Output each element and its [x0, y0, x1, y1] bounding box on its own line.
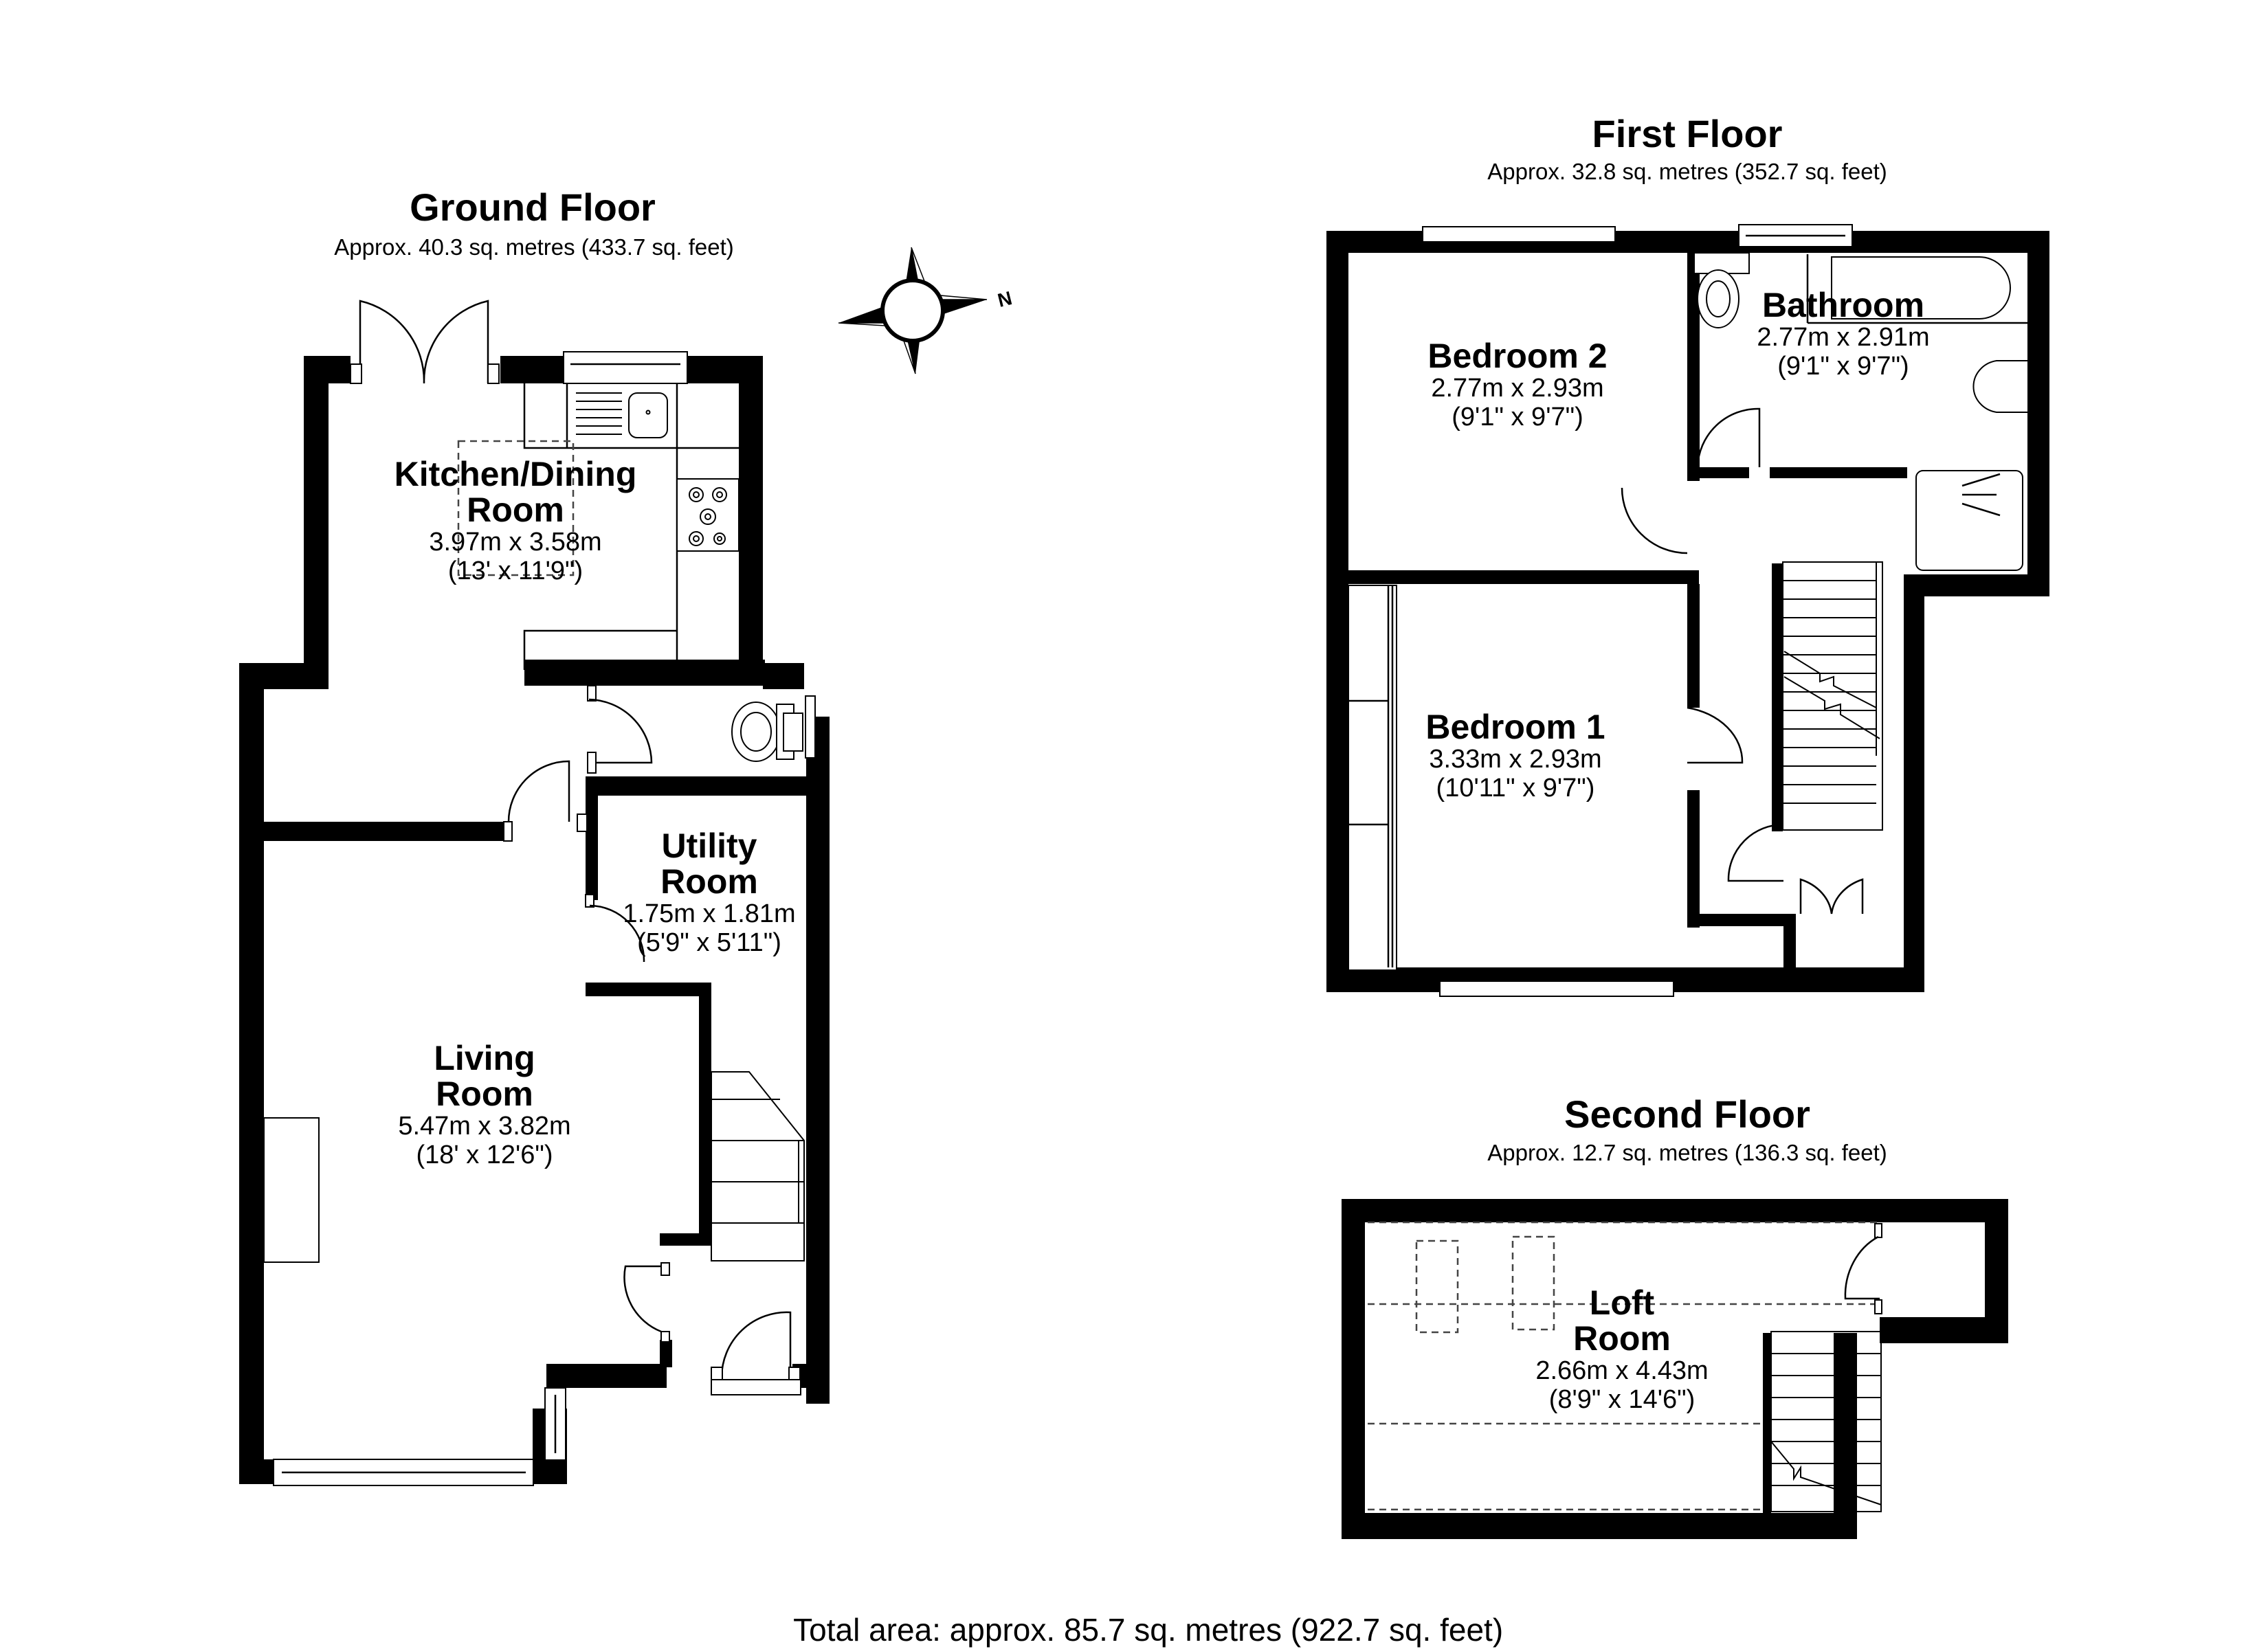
first-floor-plan: [1326, 224, 2049, 997]
first-floor-area: Approx. 32.8 sq. metres (352.7 sq. feet): [1487, 159, 1887, 184]
room-utility: Utility Room 1.75m x 1.81m (5'9" x 5'11"…: [623, 827, 796, 957]
second-floor-area: Approx. 12.7 sq. metres (136.3 sq. feet): [1487, 1140, 1887, 1165]
room-living: Living Room 5.47m x 3.82m (18' x 12'6"): [398, 1039, 571, 1169]
compass-rose-icon: [838, 247, 988, 374]
ground-floor-area: Approx. 40.3 sq. metres (433.7 sq. feet): [334, 234, 734, 260]
total-area: Total area: approx. 85.7 sq. metres (922…: [793, 1612, 1504, 1648]
room-kitchen-dining: Kitchen/Dining Room 3.97m x 3.58m (13' x…: [394, 455, 637, 585]
room-bedroom-2: Bedroom 2 2.77m x 2.93m (9'1" x 9'7"): [1427, 337, 1608, 431]
room-bathroom: Bathroom 2.77m x 2.91m (9'1" x 9'7"): [1757, 286, 1930, 381]
first-floor-title: First Floor: [1592, 112, 1783, 155]
room-loft: Loft Room 2.66m x 4.43m (8'9" x 14'6"): [1535, 1283, 1709, 1414]
second-floor-title: Second Floor: [1564, 1092, 1810, 1136]
ground-floor-title: Ground Floor: [410, 186, 656, 229]
ground-floor-plan: [239, 300, 830, 1486]
second-floor-plan: [1342, 1199, 2008, 1539]
room-bedroom-1: Bedroom 1 3.33m x 2.93m (10'11" x 9'7"): [1425, 708, 1605, 803]
